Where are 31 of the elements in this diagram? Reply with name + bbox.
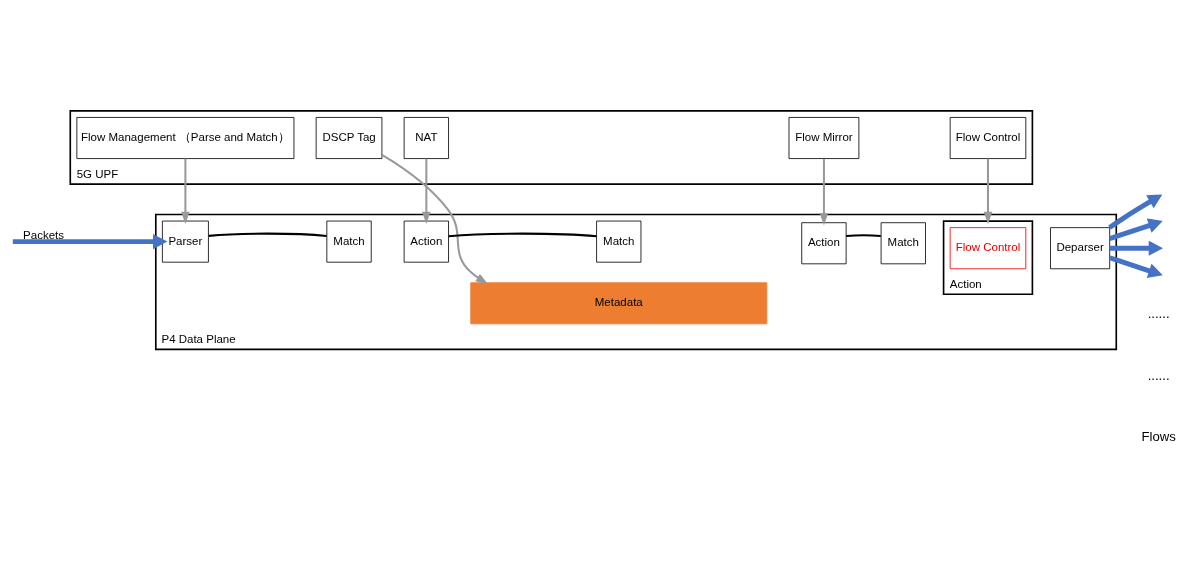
connector [846,234,881,238]
node-box: Metadata [470,282,768,325]
node-box: Flow Management （Parse and Match） [76,117,295,159]
node-box: Flow Control [949,117,1027,159]
label: ...... [1147,305,1170,321]
node-box: Parser [161,220,209,263]
connector [448,232,597,238]
node-box: Match [326,220,372,263]
arrow [1109,218,1163,241]
arrow [381,153,488,285]
arrow [983,158,993,225]
node-box: Flow Control [949,227,1027,270]
node-box: Deparser [1050,227,1111,270]
node-box: NAT [403,117,449,159]
node-box: Action [801,222,847,265]
node-box: DSCP Tag [315,117,383,159]
arrow [1109,255,1163,278]
edge-label: Packets [23,228,65,241]
arrow [819,158,829,226]
arrow [12,234,168,250]
node-box: Match [596,220,642,263]
node-box: Action [403,220,449,263]
node-box: Flow Mirror [788,117,860,159]
label: Flows [1141,429,1176,445]
label: ...... [1147,367,1170,383]
connector [208,232,327,237]
arrow [422,158,431,225]
node-box: Match [880,222,926,265]
arrow [1109,240,1163,256]
arrow [181,158,190,225]
arrow [1108,194,1163,230]
